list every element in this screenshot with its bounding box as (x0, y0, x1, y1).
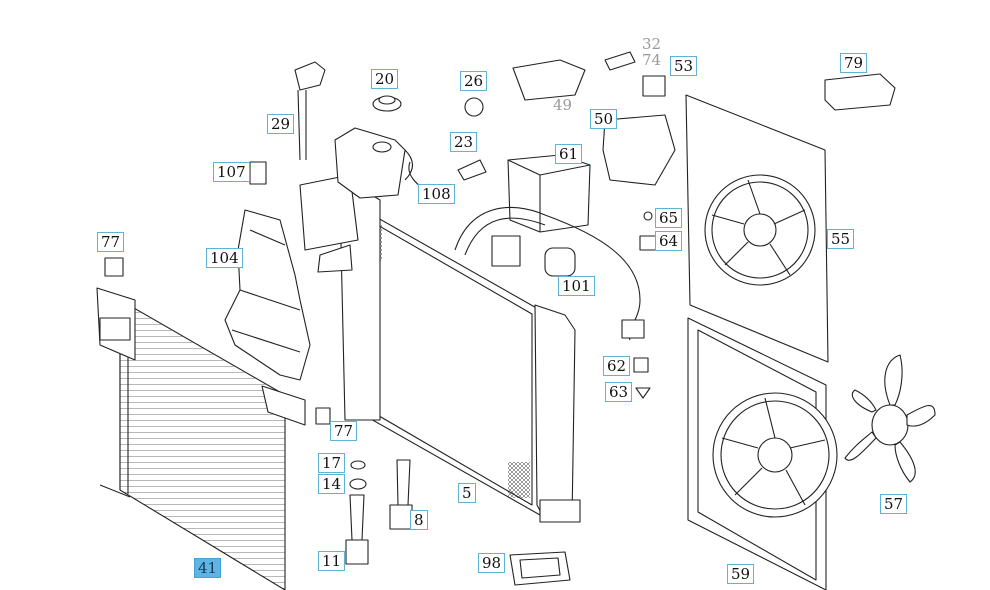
callout-53[interactable]: 53 (670, 56, 698, 76)
callout-77-bottom[interactable]: 77 (330, 421, 358, 441)
fasteners-drawing (345, 459, 571, 586)
callout-101[interactable]: 101 (558, 276, 595, 296)
callout-63[interactable]: 63 (605, 382, 633, 402)
expansion-tank-drawing (334, 127, 414, 199)
lower-fan-drawing (687, 317, 838, 590)
radiator-drawing (299, 174, 581, 523)
callout-11[interactable]: 11 (318, 551, 346, 571)
fan-blade-drawing (844, 354, 936, 483)
callout-41[interactable]: 41 (194, 558, 222, 578)
callout-108[interactable]: 108 (418, 184, 455, 204)
callout-98[interactable]: 98 (478, 553, 506, 573)
callout-104[interactable]: 104 (206, 248, 243, 268)
callout-5[interactable]: 5 (458, 483, 476, 503)
callout-55[interactable]: 55 (827, 229, 855, 249)
callout-59[interactable]: 59 (727, 564, 755, 584)
callout-26[interactable]: 26 (460, 71, 488, 91)
callout-65[interactable]: 65 (655, 208, 683, 228)
callout-14[interactable]: 14 (318, 474, 346, 494)
callout-77-top[interactable]: 77 (97, 232, 125, 252)
control-unit-drawing (454, 154, 645, 341)
callout-49[interactable]: 49 (553, 96, 573, 114)
small-parts-drawing (104, 51, 896, 425)
callout-79[interactable]: 79 (840, 53, 868, 73)
upper-fan-drawing (685, 94, 829, 363)
callout-50[interactable]: 50 (590, 109, 618, 129)
callout-62[interactable]: 62 (603, 356, 631, 376)
callout-74[interactable]: 74 (642, 51, 662, 69)
callout-57[interactable]: 57 (880, 494, 908, 514)
callout-8[interactable]: 8 (410, 510, 428, 530)
callout-17[interactable]: 17 (318, 453, 346, 473)
air-guide-drawing (224, 209, 311, 381)
callout-29[interactable]: 29 (267, 114, 295, 134)
callout-107[interactable]: 107 (213, 162, 250, 182)
callout-61[interactable]: 61 (555, 144, 583, 164)
callout-23[interactable]: 23 (450, 132, 478, 152)
callout-32[interactable]: 32 (642, 35, 662, 53)
callout-64[interactable]: 64 (655, 231, 683, 251)
callout-20[interactable]: 20 (371, 69, 399, 89)
condenser-drawing (96, 287, 306, 590)
